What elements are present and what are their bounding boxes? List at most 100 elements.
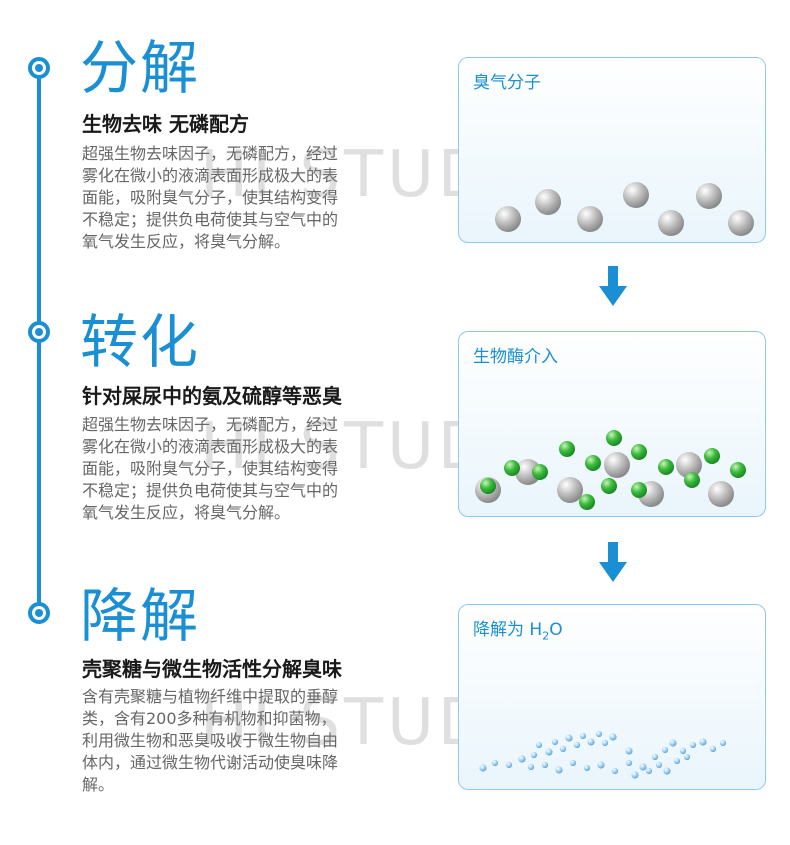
step-desc-3: 含有壳聚糖与植物纤维中提取的垂醇 类，含有200多种有机物和抑菌物， 利用微生物… [82, 686, 412, 796]
arrow-down-icon [599, 266, 627, 306]
water-droplet [597, 761, 605, 769]
grey-molecule [577, 206, 603, 232]
green-molecule [559, 441, 575, 457]
water-droplet [551, 738, 559, 746]
grey-molecule [535, 189, 561, 215]
timeline-dot-1 [28, 57, 50, 79]
water-droplet [673, 757, 681, 765]
desc-line: 利用微生物和恶臭吸收于微生物自由 [82, 731, 339, 750]
step-title-1: 分解 [80, 34, 201, 102]
panel-label-3-end: O [549, 620, 563, 640]
water-droplet [655, 761, 663, 769]
water-droplet [663, 767, 671, 775]
panel-label-3-sub: 2 [542, 629, 550, 643]
water-droplet [573, 741, 581, 749]
water-droplet [565, 734, 573, 742]
water-droplet [601, 739, 609, 747]
green-molecule [585, 455, 601, 471]
green-molecule [631, 482, 647, 498]
water-droplet [631, 771, 639, 779]
water-droplet [661, 746, 669, 754]
panel-enzyme-intervention: 生物酶介入 [458, 331, 766, 517]
water-droplet [491, 759, 499, 767]
step-title-2: 转化 [80, 308, 201, 376]
green-molecule [704, 448, 720, 464]
step-subtitle-1: 生物去味 无磷配方 [82, 112, 249, 136]
green-molecule [579, 494, 595, 510]
green-molecule [730, 462, 746, 478]
grey-molecule [557, 477, 583, 503]
desc-line: 不稳定；提供负电荷使其与空气中的 [82, 210, 339, 229]
water-droplet [679, 747, 687, 755]
step-subtitle-3: 壳聚糖与微生物活性分解臭味 [82, 657, 342, 681]
enzyme-molecules-illustration [475, 430, 746, 510]
water-droplet [535, 741, 543, 749]
desc-line: 含有壳聚糖与植物纤维中提取的垂醇 [82, 687, 339, 706]
desc-line: 超强生物去味因子，无磷配方，经过 [82, 415, 339, 434]
grey-molecule [658, 210, 684, 236]
water-droplet [645, 767, 653, 775]
grey-molecule [676, 452, 702, 478]
water-droplet [545, 748, 553, 756]
timeline-dot-3 [28, 602, 50, 624]
water-droplet [651, 753, 659, 761]
green-molecule [631, 444, 647, 460]
water-droplet [587, 738, 595, 746]
desc-line: 氧气发生反应，将臭气分解。 [82, 503, 291, 522]
green-molecule [504, 460, 520, 476]
grey-molecule [495, 206, 521, 232]
water-droplet [479, 764, 487, 772]
water-droplets-illustration [479, 730, 727, 779]
water-droplet [595, 730, 603, 738]
water-droplet [611, 767, 619, 775]
desc-line: 雾化在微小的液滴表面形成极大的表 [82, 437, 339, 456]
water-droplet [541, 761, 549, 769]
odor-molecules-illustration [495, 182, 754, 236]
arrow-down-icon [599, 542, 627, 582]
water-droplet [625, 759, 633, 767]
water-droplet [559, 745, 567, 753]
water-droplet [719, 739, 727, 747]
water-droplet [609, 733, 617, 741]
water-droplet [518, 755, 526, 763]
grey-molecule [623, 182, 649, 208]
panel-label-2: 生物酶介入 [473, 347, 558, 367]
water-droplet [569, 759, 577, 767]
step-desc-1: 超强生物去味因子，无磷配方，经过 雾化在微小的液滴表面形成极大的表 面能，吸附臭… [82, 143, 412, 253]
desc-line: 面能，吸附臭气分子，使其结构变得 [82, 188, 339, 207]
desc-line: 类，含有200多种有机物和抑菌物， [82, 709, 337, 728]
green-molecule [684, 472, 700, 488]
green-molecule [532, 464, 548, 480]
water-droplet [683, 753, 691, 761]
grey-molecule [696, 183, 722, 209]
green-molecule [601, 478, 617, 494]
desc-line: 解。 [82, 775, 115, 794]
green-molecule [606, 430, 622, 446]
panel-odor-molecules: 臭气分子 [458, 57, 766, 243]
desc-line: 体内，通过微生物代谢活动使臭味降 [82, 753, 339, 772]
step-title-3: 降解 [80, 582, 201, 650]
water-droplet [505, 761, 513, 769]
desc-line: 氧气发生反应，将臭气分解。 [82, 232, 291, 251]
timeline-dot-2 [28, 321, 50, 343]
water-droplet [579, 732, 587, 740]
panel-label-3-main: 降解为 H [473, 620, 543, 640]
grey-molecule [728, 210, 754, 236]
water-droplet [583, 764, 591, 772]
water-droplet [625, 747, 633, 755]
panel-label-1: 臭气分子 [473, 73, 541, 93]
grey-molecule [515, 459, 541, 485]
grey-molecule [604, 452, 630, 478]
water-droplet [527, 763, 535, 771]
desc-line: 超强生物去味因子，无磷配方，经过 [82, 144, 339, 163]
step-desc-2: 超强生物去味因子，无磷配方，经过 雾化在微小的液滴表面形成极大的表 面能，吸附臭… [82, 414, 412, 524]
green-molecule [658, 459, 674, 475]
green-molecule [480, 478, 496, 494]
water-droplet [530, 751, 538, 759]
panel-degrade-water: 降解为 H2O [458, 604, 766, 790]
grey-molecule [708, 481, 734, 507]
water-droplet [639, 763, 647, 771]
desc-line: 不稳定；提供负电荷使其与空气中的 [82, 481, 339, 500]
water-droplet [689, 741, 697, 749]
panel-label-3: 降解为 H2O [473, 619, 563, 647]
